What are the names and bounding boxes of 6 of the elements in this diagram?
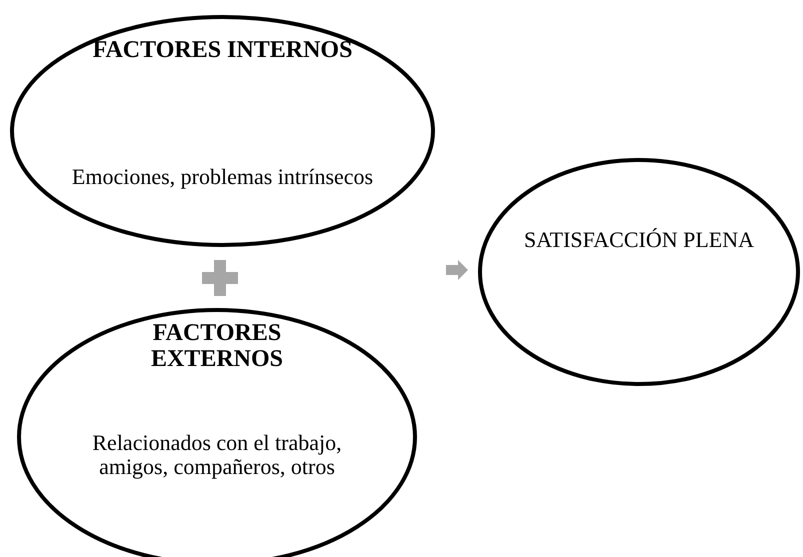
body-text: Emociones, problemas intrínsecos xyxy=(70,165,374,190)
heading-text: FACTORES EXTERNOS xyxy=(150,320,284,373)
body-text: SATISFACCIÓN PLENA xyxy=(522,228,755,252)
body-text: Relacionados con el trabajo, amigos, compañeros, otros xyxy=(91,431,343,480)
arrow xyxy=(446,260,468,280)
heading-text: FACTORES INTERNOS xyxy=(92,37,354,64)
